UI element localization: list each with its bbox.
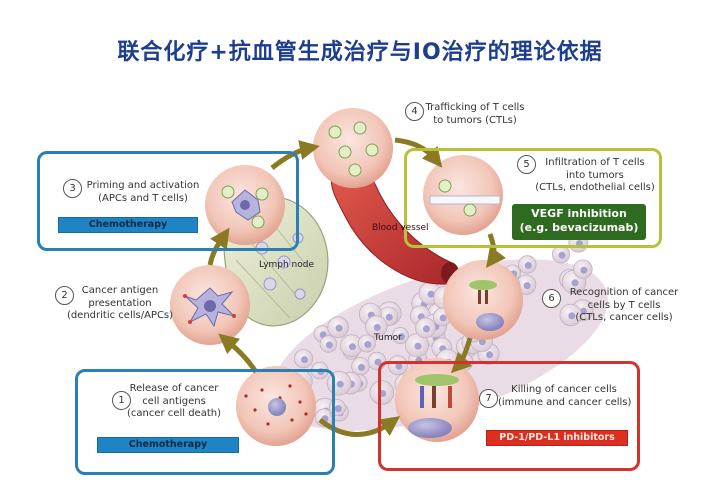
tumor-cell-nucleus bbox=[568, 312, 576, 320]
step-5-line-2: into tumors bbox=[566, 169, 624, 181]
step-2-line-2: presentation bbox=[88, 297, 152, 309]
step-3-line-1: Priming and activation bbox=[86, 180, 200, 191]
step-4-number: 4 bbox=[405, 102, 424, 121]
step-5-box bbox=[404, 148, 662, 248]
endothelial-icon bbox=[429, 179, 501, 217]
tumor-cell-nucleus bbox=[301, 356, 308, 364]
step-2-number: 2 bbox=[55, 286, 74, 305]
pd1-pdl1-icon bbox=[408, 374, 459, 438]
blood-vessel-label: Blood vessel bbox=[372, 223, 429, 233]
antigen-dots bbox=[244, 384, 308, 426]
tumor-cell-nucleus bbox=[524, 262, 532, 269]
tumor-cell-nucleus bbox=[349, 343, 356, 351]
step-2-line-3: (dendritic cells/APCs) bbox=[66, 310, 174, 321]
tumor-cell-nucleus bbox=[358, 363, 365, 371]
step-1-number: 1 bbox=[112, 391, 131, 410]
tumor-cell-nucleus bbox=[439, 314, 447, 322]
step-4-label: Trafficking of T cells to tumors (CTLs) bbox=[412, 102, 538, 127]
tumor-cell-nucleus bbox=[571, 279, 579, 287]
step-1-line-1: Release of cancer bbox=[129, 383, 219, 394]
step-6-number: 6 bbox=[542, 289, 561, 308]
step-7-line-2: (immune and cancer cells) bbox=[498, 396, 632, 408]
vegf-tag-line-1: VEGF inhibition bbox=[531, 207, 627, 220]
dying-cell-icon bbox=[268, 398, 286, 416]
vegf-inhibition-tag: VEGF inhibition (e.g. bevacizumab) bbox=[512, 204, 646, 240]
tumor-cell-nucleus bbox=[414, 342, 422, 350]
step-6-line-2: cells by T cells bbox=[587, 299, 661, 311]
step-5-number: 5 bbox=[517, 155, 536, 174]
step-3-box bbox=[37, 151, 299, 251]
tumor-cell-nucleus bbox=[523, 282, 531, 290]
step-1-line-2: cell antigens bbox=[142, 395, 206, 407]
step-7-number: 7 bbox=[479, 389, 498, 408]
step-4-line-2: to tumors (CTLs) bbox=[433, 114, 517, 126]
step-2-line-1: Cancer antigen bbox=[81, 285, 159, 296]
recognition-icon bbox=[469, 280, 504, 331]
step-1-box bbox=[75, 369, 335, 475]
lymph-node-label: Lymph node bbox=[259, 260, 315, 270]
step-5-line-3: (CTLs, endothelial cells) bbox=[535, 182, 655, 193]
tumor-cell-nucleus bbox=[385, 313, 393, 321]
dendritic-cell-icon bbox=[183, 287, 236, 328]
step-2-label: Cancer antigen presentation (dendritic c… bbox=[64, 285, 176, 323]
step-7-label: Killing of cancer cells (immune and canc… bbox=[498, 384, 632, 409]
tumor-cell-nucleus bbox=[423, 325, 430, 333]
tumor-cell-nucleus bbox=[334, 405, 342, 413]
tumor-cell-nucleus bbox=[580, 266, 588, 274]
step-3-line-2: (APCs and T cells) bbox=[98, 192, 188, 204]
pd1-pdl1-inhibitors-tag: PD-1/PD-L1 inhibitors bbox=[486, 430, 628, 446]
step-4-line-1: Trafficking of T cells bbox=[425, 102, 525, 113]
step-7-line-1: Killing of cancer cells bbox=[511, 384, 617, 395]
step-6-line-3: (CTLs, cancer cells) bbox=[575, 312, 673, 323]
step-7-box bbox=[378, 361, 640, 471]
step-3-label: Priming and activation (APCs and T cells… bbox=[83, 180, 203, 205]
tumor-label: Tumor bbox=[374, 333, 402, 343]
tumor-cell-nucleus bbox=[364, 341, 372, 348]
step-1-chemotherapy-tag: Chemotherapy bbox=[97, 437, 239, 453]
step-1-line-3: (cancer cell death) bbox=[127, 408, 221, 419]
tumor-cell-nucleus bbox=[427, 290, 435, 298]
tumor-cell-nucleus bbox=[373, 324, 381, 331]
tumor-cell-nucleus bbox=[478, 338, 486, 346]
t-cell-icons bbox=[328, 121, 379, 177]
apc-tcell-icon bbox=[221, 185, 269, 229]
step-6-label: Recognition of cancer cells by T cells (… bbox=[560, 287, 688, 325]
tumor-cell-nucleus bbox=[325, 341, 333, 349]
step-3-number: 3 bbox=[63, 179, 82, 198]
step-5-label: Infiltration of T cells into tumors (CTL… bbox=[525, 157, 665, 195]
tumor-cell-nucleus bbox=[486, 351, 494, 359]
tumor-cell-nucleus bbox=[395, 362, 403, 370]
step-6-line-1: Recognition of cancer bbox=[569, 287, 679, 298]
tumor-cell-nucleus bbox=[335, 324, 343, 332]
infiltration-illustration bbox=[423, 155, 503, 235]
tumor-cell-nucleus bbox=[397, 333, 405, 341]
step-5-line-1: Infiltration of T cells bbox=[545, 157, 645, 168]
step-3-chemotherapy-tag: Chemotherapy bbox=[58, 217, 198, 233]
step-1-label: Release of cancer cell antigens (cancer … bbox=[118, 383, 230, 421]
page-title: 联合化疗+抗血管生成治疗与IO治疗的理论依据 bbox=[117, 40, 603, 65]
vegf-tag-line-2: (e.g. bevacizumab) bbox=[519, 221, 639, 234]
tumor-cell-nucleus bbox=[336, 380, 344, 388]
tumor-cell-nucleus bbox=[558, 251, 566, 259]
tumor-cell-nucleus bbox=[379, 390, 387, 397]
